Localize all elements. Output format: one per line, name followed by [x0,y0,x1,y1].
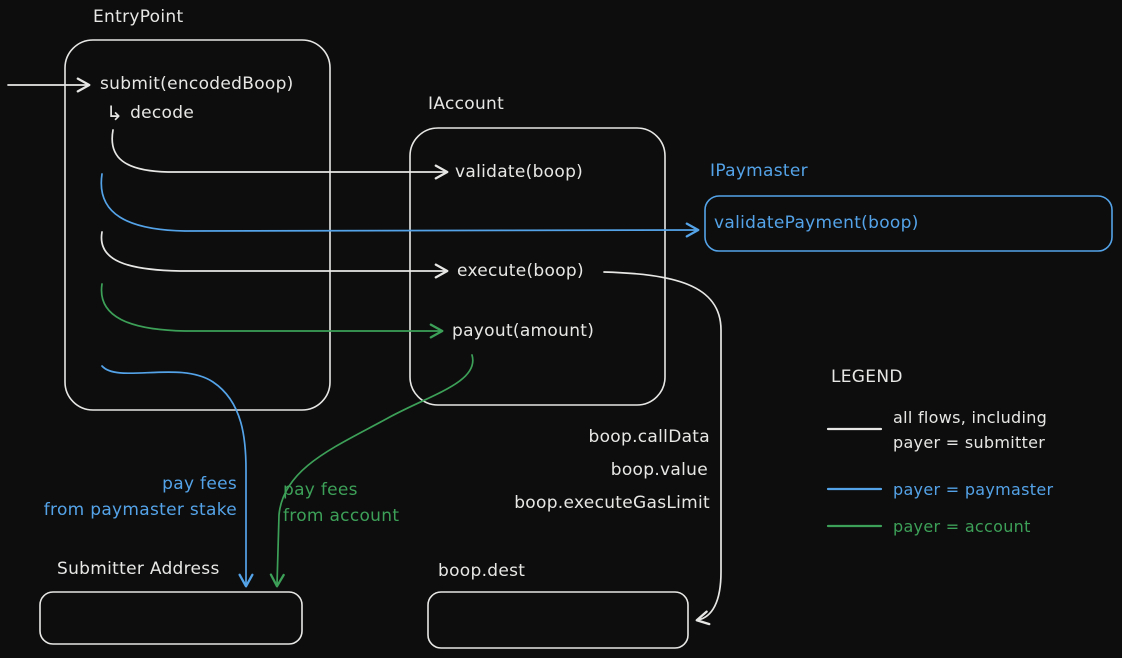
iaccount-execute-label: execute(boop) [457,261,584,281]
legend-item-paymaster: payer = paymaster [893,480,1054,499]
legend-item-account: payer = account [893,517,1031,536]
pay-fees-paymaster-label: pay fees from paymaster stake [44,471,237,523]
ipaymaster-title: IPaymaster [710,161,808,181]
iaccount-title: IAccount [428,94,505,114]
entrypoint-decode-row: ↳ decode [106,102,194,124]
boop-executegaslimit-label: boop.executeGasLimit [514,493,710,513]
iaccount-payout-label: payout(amount) [452,321,595,341]
entrypoint-submit-label: submit(encodedBoop) [100,74,294,94]
arrow-submit-to-execute [100,231,449,279]
pay-fees-account-line2: from account [283,506,400,526]
entrypoint-title: EntryPoint [93,7,184,27]
ipaymaster-validatepayment-label: validatePayment(boop) [714,213,919,233]
boop-value-label: boop.value [610,460,708,480]
legend-title: LEGEND [831,367,903,387]
arrow-submit-to-validate [111,129,449,180]
submitter-address-box [39,591,303,645]
arrow-execute-to-boop-dest [603,271,722,626]
pay-fees-account-label: pay fees from account [283,477,399,529]
ipaymaster-box [704,195,1113,252]
entrypoint-decode-label: decode [130,103,195,123]
legend-item-all-flows-line1: all flows, including [893,408,1048,427]
arrow-submit-to-payout [100,283,444,339]
legend-item-all-flows-line2: payer = submitter [893,433,1046,452]
submitter-address-title: Submitter Address [57,559,220,579]
entrypoint-box [64,39,331,411]
arrow-account-fees-to-submitter [269,354,474,588]
iaccount-validate-label: validate(boop) [455,162,584,182]
arrow-paymaster-fees-to-submitter [101,365,254,588]
branch-arrow-icon: ↳ [106,101,124,125]
pay-fees-paymaster-line1: pay fees [162,474,237,494]
pay-fees-paymaster-line2: from paymaster stake [43,500,237,520]
arrow-submit-to-validatepayment [100,173,700,238]
pay-fees-account-line1: pay fees [283,480,358,500]
legend-item-all-flows: all flows, including payer = submitter [893,405,1047,455]
iaccount-box [409,127,666,406]
boop-calldata-label: boop.callData [588,427,710,447]
boop-dest-box [427,591,689,649]
boop-dest-title: boop.dest [438,561,526,581]
